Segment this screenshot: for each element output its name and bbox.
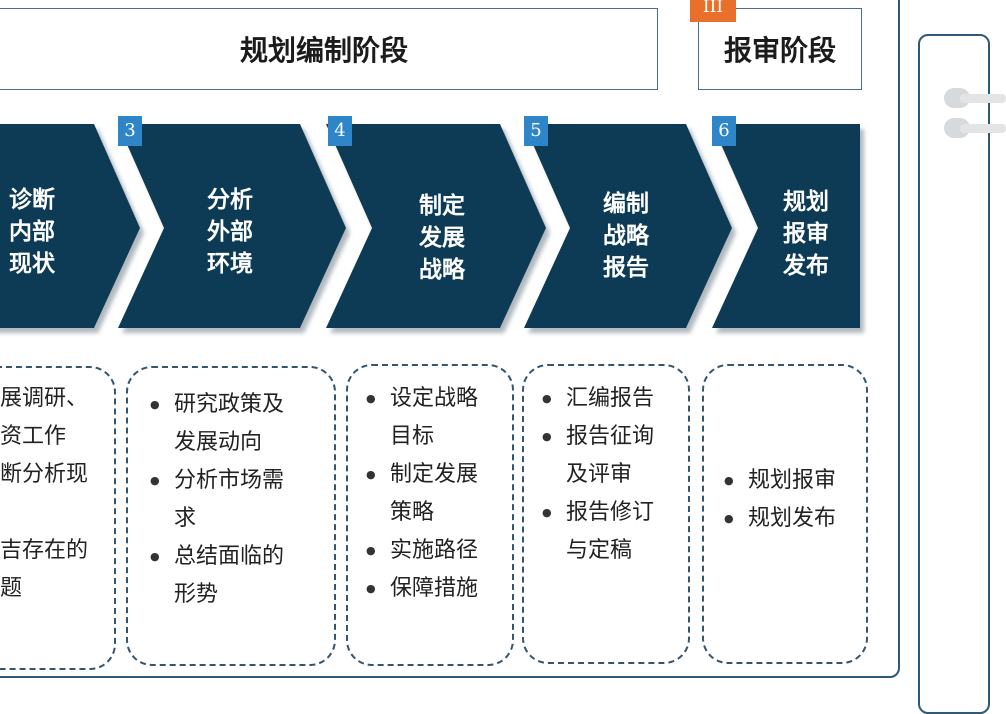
binder-ring-bar (960, 94, 1006, 103)
stage-label-6: 规划 报审 发布 (783, 189, 829, 279)
phase-plan-title: 规划编制阶段 (0, 8, 658, 90)
stage-label-4: 制定 发展 战略 (419, 193, 465, 283)
detail-item: 策略 (390, 500, 435, 525)
stage-detail-list-5: 汇编报告 报告征询 及评审 报告修订 与定稿 (542, 380, 682, 570)
detail-item: 研究政策及 (150, 386, 326, 424)
stage-detail-list-2: 展调研、 资工作 断分析现 吉存在的 题 (0, 380, 110, 608)
detail-item: 规划报审 (724, 462, 860, 500)
stage-detail-list-6: 规划报审 规划发布 (724, 462, 860, 538)
stage-label-3: 分析 外部 环境 (207, 187, 253, 277)
detail-item: 报告征询 (542, 418, 682, 456)
phase-review-title: 报审阶段 (698, 8, 862, 90)
side-panel (918, 34, 990, 714)
stage-chevron-6 (712, 124, 860, 328)
detail-item: 总结面临的 (150, 538, 326, 576)
detail-item: 断分析现 (0, 462, 89, 487)
detail-item: 发展动向 (174, 430, 263, 455)
stage-chevrons (0, 124, 860, 328)
stage-detail-list-4: 设定战略 目标 制定发展 策略 实施路径 保障措施 (366, 380, 506, 608)
stage-detail-box-6 (702, 364, 868, 664)
detail-item: 报告修订 (542, 494, 682, 532)
process-frame (0, 0, 900, 678)
stage-number-5: 5 (524, 116, 548, 146)
stage-chevron-4 (326, 124, 546, 328)
detail-item: 题 (0, 576, 23, 601)
stage-chevron-5 (524, 124, 732, 328)
binder-ring-icon (944, 88, 970, 108)
detail-item: 分析市场需 (150, 462, 326, 500)
stage-number-4: 4 (328, 116, 352, 146)
stage-chevron-3 (118, 124, 346, 328)
stage-label-5: 编制 战略 报告 (603, 191, 649, 281)
detail-item: 保障措施 (366, 570, 506, 608)
detail-item: 目标 (390, 424, 435, 449)
stage-detail-box-5 (522, 364, 690, 664)
stage-number-6: 6 (712, 116, 736, 146)
binder-ring-bar (960, 124, 1006, 133)
stage-chevron-2 (0, 124, 140, 328)
detail-item: 求 (174, 506, 197, 531)
stage-detail-box-3 (126, 366, 336, 666)
stage-detail-list-3: 研究政策及 发展动向 分析市场需 求 总结面临的 形势 (150, 386, 326, 614)
detail-item: 形势 (174, 582, 219, 607)
detail-item: 制定发展 (366, 456, 506, 494)
stage-detail-box-4 (346, 364, 514, 666)
phase-review-badge: III (690, 0, 736, 22)
detail-item: 展调研、 (0, 386, 89, 411)
detail-item: 规划发布 (724, 500, 860, 538)
detail-item: 及评审 (566, 462, 633, 487)
binder-ring-icon (944, 118, 970, 138)
detail-item: 汇编报告 (542, 380, 682, 418)
stage-label-2: 诊断 内部 现状 (9, 187, 55, 277)
detail-item: 吉存在的 (0, 538, 89, 563)
detail-item: 与定稿 (566, 538, 633, 563)
detail-item: 设定战略 (366, 380, 506, 418)
stage-detail-box-2 (0, 366, 116, 670)
detail-item (0, 494, 110, 532)
stage-number-3: 3 (118, 116, 142, 146)
detail-item: 资工作 (0, 424, 67, 449)
detail-item: 实施路径 (366, 532, 506, 570)
